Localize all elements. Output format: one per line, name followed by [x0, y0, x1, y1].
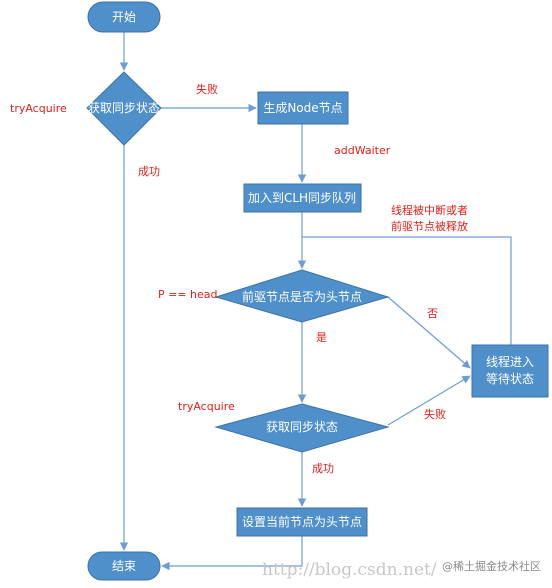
node-create-node-label: 生成Node节点	[263, 101, 342, 115]
watermark-url: http://blog.csdn.net/	[262, 560, 437, 580]
label-fail-1: 失败	[196, 82, 218, 96]
label-success-2: 成功	[312, 462, 334, 475]
label-p-eq-head: P == head	[158, 288, 218, 301]
decision-acquire-2-label: 获取同步状态	[266, 420, 338, 434]
watermark-brand: @稀土掘金技术社区	[442, 559, 541, 573]
decision-acquire-1-label: 获取同步状态	[88, 101, 160, 115]
edge-wait-loop-back	[302, 236, 512, 345]
edge-acquire-fail-to-wait	[387, 375, 471, 426]
label-yes: 是	[316, 331, 327, 344]
node-enqueue: 加入到CLH同步队列	[243, 183, 362, 213]
decision-is-head: 前驱节点是否为头节点	[214, 269, 390, 323]
label-no: 否	[427, 307, 438, 320]
edge-set-head-to-end	[161, 536, 303, 571]
label-try-acquire-1: tryAcquire	[10, 102, 67, 115]
edge-is-head-no-to-wait	[387, 296, 471, 369]
label-fail-2: 失败	[424, 407, 446, 421]
label-interrupted-2: 前驱节点被释放	[391, 219, 468, 233]
label-interrupted-1: 线程被中断或者	[391, 203, 468, 217]
decision-is-head-label: 前驱节点是否为头节点	[242, 289, 362, 304]
node-wait-label-2: 等待状态	[486, 372, 534, 386]
decision-acquire-2: 获取同步状态	[214, 403, 390, 453]
node-create-node: 生成Node节点	[257, 91, 349, 125]
label-success-1: 成功	[138, 165, 160, 178]
node-end: 结束	[87, 551, 161, 581]
node-set-head-label: 设置当前节点为头节点	[242, 514, 362, 529]
node-enqueue-label: 加入到CLH同步队列	[248, 190, 356, 205]
decision-acquire-1: 获取同步状态	[86, 71, 162, 146]
node-set-head: 设置当前节点为头节点	[236, 507, 368, 537]
node-wait: 线程进入 等待状态	[471, 344, 549, 398]
node-wait-label-1: 线程进入	[486, 354, 534, 369]
node-start: 开始	[87, 1, 161, 33]
node-end-label: 结束	[112, 559, 136, 573]
label-add-waiter: addWaiter	[334, 144, 391, 157]
node-start-label: 开始	[112, 10, 136, 24]
label-try-acquire-2: tryAcquire	[178, 400, 235, 413]
